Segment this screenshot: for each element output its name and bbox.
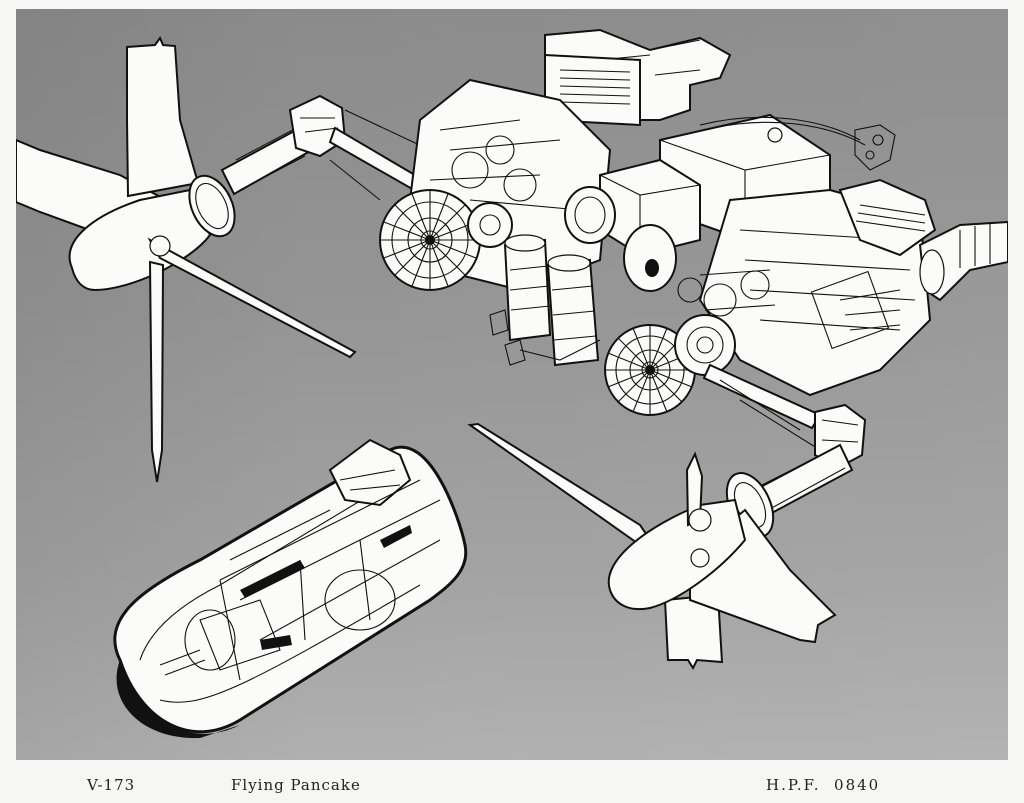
engine-assembly: [379, 28, 1008, 470]
valve-cluster: [854, 124, 896, 171]
right-propeller: e: [467, 422, 854, 671]
fuselage-cutaway-inset: [113, 438, 468, 739]
illustration-panel: .w { fill: #fbfbf9; stroke: #111; stroke…: [16, 9, 1008, 760]
caption-reference: H.P.F. 0840: [766, 776, 881, 794]
caption-title: Flying Pancake: [231, 776, 361, 794]
caption-designation: V-173: [87, 776, 136, 794]
left-propeller: [16, 35, 431, 483]
cutaway-illustration: .w { fill: #fbfbf9; stroke: #111; stroke…: [16, 28, 1008, 739]
